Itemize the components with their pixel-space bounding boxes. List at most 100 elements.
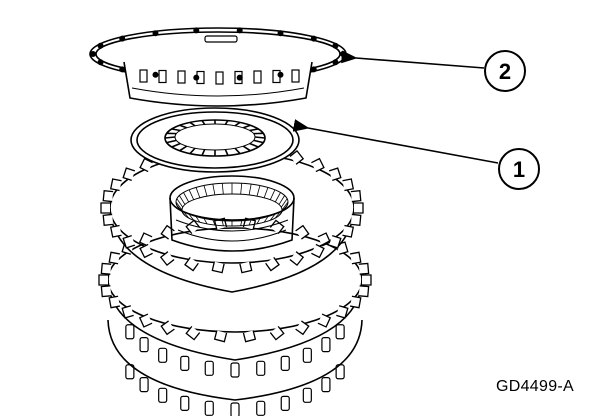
callout-1: 1: [498, 148, 540, 190]
cage-rivet: [277, 71, 284, 78]
cage-rivet: [119, 35, 126, 42]
drum-window: [280, 395, 290, 411]
sprocket-tooth: [102, 213, 114, 226]
hub-spline: [203, 185, 208, 197]
sprocket-tooth: [139, 243, 153, 259]
plate-lug: [166, 139, 177, 144]
hub-spline: [281, 201, 289, 211]
hub-spline: [195, 187, 201, 198]
sprocket-tooth: [100, 285, 112, 298]
cage-slot: [139, 69, 148, 83]
sprocket-tooth: [185, 325, 201, 341]
hub-spline: [240, 220, 243, 226]
cage-top-slot: [204, 35, 238, 43]
callout-2: 2: [484, 50, 526, 92]
cage-rivet: [97, 42, 104, 49]
plate-lug: [189, 121, 196, 127]
hub-spline: [240, 183, 243, 195]
cage-rivet: [90, 50, 97, 57]
drum-window: [335, 364, 345, 380]
sprocket-tooth: [328, 234, 342, 249]
plate-lug: [224, 120, 229, 125]
drum-window: [180, 355, 190, 371]
hub-spline: [221, 220, 224, 226]
sprocket-tooth: [109, 224, 122, 238]
drum-window: [335, 324, 345, 340]
drum-window: [180, 395, 190, 411]
hub-spline: [188, 213, 195, 221]
sprocket-tooth: [122, 234, 136, 249]
hub-spline: [179, 195, 186, 205]
cage-rivet: [152, 30, 159, 37]
sprocket-tooth: [98, 274, 108, 286]
plate-lug: [253, 139, 264, 144]
sprocket-tooth: [239, 261, 253, 274]
hub-spline: [203, 218, 208, 225]
plate-lug: [171, 128, 181, 132]
cage-slot: [177, 70, 186, 84]
sprocket-tooth: [350, 213, 362, 226]
sprocket-tooth: [342, 178, 355, 192]
sprocket-tooth: [184, 257, 199, 272]
plate-lug: [234, 121, 241, 127]
plate-lug: [249, 128, 259, 132]
sprocket-tooth: [108, 251, 120, 265]
sprocket-tooth: [317, 313, 332, 328]
hub-spline: [274, 211, 281, 219]
drum-windows: [125, 324, 345, 416]
sprocket-tooth: [358, 262, 370, 275]
plate-lug: [243, 124, 251, 129]
sprocket-tooth: [328, 167, 342, 182]
drum-window: [302, 347, 312, 363]
hub-spline: [195, 216, 201, 223]
sprocket-tooth: [100, 262, 112, 275]
cage-rivet: [339, 50, 346, 57]
sprocket-tooth: [108, 295, 120, 309]
plate-lug: [224, 149, 229, 156]
callout-2-number: 2: [499, 59, 511, 84]
plate-lug: [242, 145, 251, 152]
sprocket-tooth: [159, 251, 175, 267]
plate-lug: [201, 120, 206, 125]
sprocket-tooth: [289, 251, 305, 267]
hub-spline: [183, 192, 190, 203]
hub-spline: [212, 219, 216, 226]
sprocket-tooth: [160, 320, 175, 336]
drum-window: [230, 362, 240, 378]
sprocket-tooth: [350, 251, 362, 265]
thrust-plate: [130, 107, 300, 173]
sprocket-tooth: [311, 157, 325, 173]
drum-window: [139, 377, 149, 393]
plate-lug: [201, 149, 206, 156]
drum-window: [139, 337, 149, 353]
leader-line-2: [341, 50, 485, 69]
sprocket-tooth: [122, 167, 136, 182]
drum-window: [321, 337, 331, 353]
cage-rivet: [310, 66, 317, 73]
drum-window: [256, 360, 266, 376]
hub-spline: [212, 184, 216, 196]
drum-window: [204, 360, 214, 376]
figure-code: GD4499-A: [496, 378, 574, 395]
drum-window: [302, 387, 312, 403]
cage-slot: [158, 69, 167, 84]
cage-rivet: [119, 66, 126, 73]
hub-spline: [176, 205, 184, 214]
plate-lug: [234, 147, 241, 155]
leader-line-1: [292, 119, 499, 164]
hub-spline: [175, 201, 183, 211]
drum-window: [125, 324, 135, 340]
sprocket-tooth: [265, 257, 280, 272]
sprocket-tooth: [121, 305, 134, 319]
sprocket-tooth: [295, 320, 310, 336]
hub-spline: [248, 219, 252, 226]
sprocket-tooth: [311, 243, 325, 259]
sprocket-tooth: [289, 149, 305, 165]
sprocket-tooth: [358, 285, 370, 298]
cage-rivet: [277, 30, 284, 37]
hub-spline: [256, 218, 261, 225]
hub-spline: [188, 189, 195, 200]
sprocket-tooth: [295, 224, 310, 240]
plate-lug: [164, 136, 176, 139]
sprocket-tooth: [211, 261, 225, 274]
